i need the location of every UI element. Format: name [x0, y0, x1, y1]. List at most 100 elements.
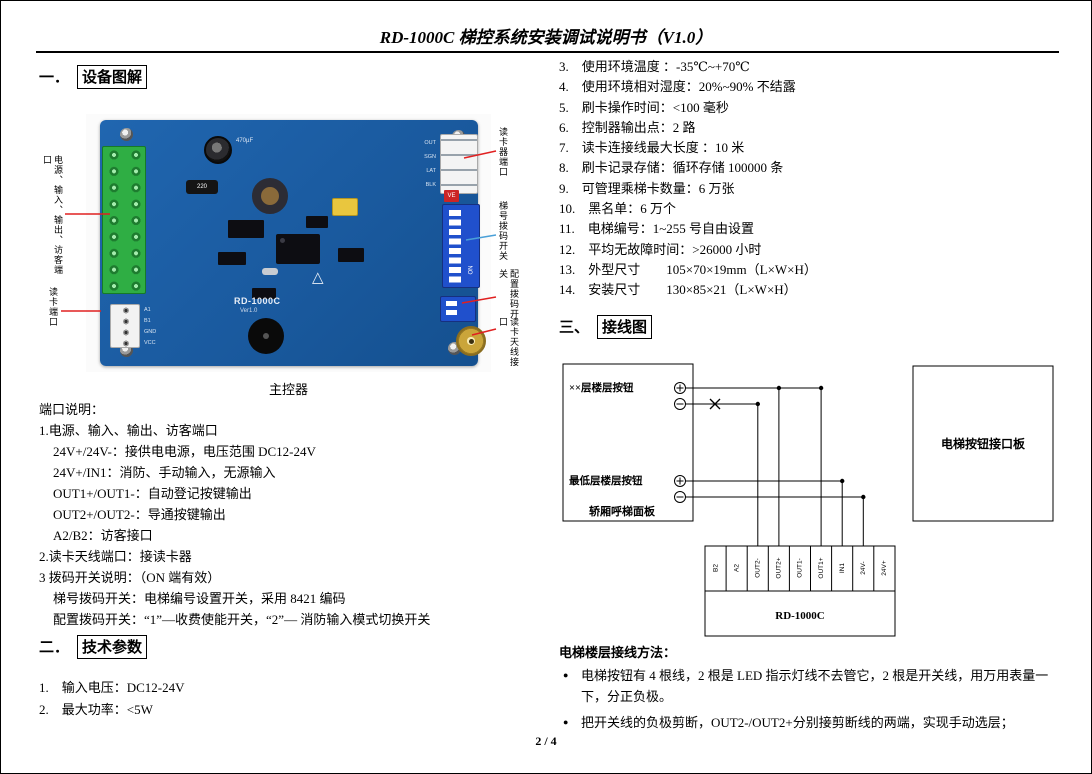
port-desc-heading: 端口说明： — [39, 402, 105, 417]
board-photo: A1 B1 GND VCC 470µF 220 RD-1000C Ver — [86, 114, 491, 372]
section2-title: 技术参数 — [77, 635, 148, 659]
board-version-silk: Ver1.0 — [240, 308, 258, 314]
terminal-label: OUT1+ — [818, 557, 825, 578]
wires — [686, 387, 864, 546]
callout-elevator-dip: 梯号拨码开关 — [498, 201, 508, 261]
wiring-method-heading: 电梯楼层接线方法： — [559, 645, 677, 660]
figure-caption: 主控器 — [268, 382, 308, 397]
spec-line: 11. 电梯编号：1~255 号自由设置 — [559, 221, 755, 237]
floor-button-label-bottom: 最低层楼层按钮 — [569, 474, 643, 487]
port-description: 端口说明： 1.电源、输入、输出、访客端口 24V+/24V-：接供电电源，电压… — [39, 399, 534, 630]
spec-line: 14. 安装尺寸 130×85×21（L×W×H） — [559, 282, 797, 298]
reader-port-connector — [110, 304, 140, 348]
wiring-method-list: 电梯按钮有 4 根线，2 根是 LED 指示灯线不去管它，2 根是开关线，用万用… — [561, 665, 1063, 738]
pin-label: VCC — [144, 340, 156, 346]
yellow-component — [332, 198, 358, 216]
elevator-number-dip-switch: ON — [442, 204, 480, 288]
power-io-terminal-block — [102, 146, 146, 294]
tech-line: 2. 最大功率：<5W — [39, 702, 153, 717]
pin-label: OUT — [424, 140, 436, 146]
output-port-pin-labels: OUT SGN LAT BLK — [410, 136, 436, 192]
ic-chip — [306, 216, 328, 228]
minus-terminal-icon — [674, 398, 686, 410]
title-rule — [36, 51, 1059, 53]
spec-list: 3. 使用环境温度 ：-35℃~+70℃ 4. 使用环境相对湿度：20%~90%… — [559, 57, 1064, 301]
section2-number: 二． — [39, 640, 70, 656]
spec-line: 10. 黑名单：6 万个 — [559, 201, 677, 217]
electrolytic-capacitor — [204, 136, 232, 164]
floor-button-label-top: ××层楼层按钮 — [569, 381, 634, 394]
terminal-separators — [725, 546, 875, 591]
capacitor-220: 220 — [186, 180, 218, 194]
wiring-bullet: 电梯按钮有 4 根线，2 根是 LED 指示灯线不去管它，2 根是开关线，用万用… — [561, 665, 1063, 707]
spec-line: 12. 平均无故障时间：>26000 小时 — [559, 241, 762, 257]
minus-terminal-icon — [674, 491, 686, 503]
section3-title: 接线图 — [597, 315, 653, 339]
spec-line: 4. 使用环境相对湿度：20%~90% 不结露 — [559, 79, 796, 95]
crystal-oscillator — [262, 268, 278, 275]
plus-terminal-icon — [674, 382, 686, 394]
port-line: OUT2+/OUT2-：导通按键输出 — [53, 507, 226, 522]
terminal-label: A2 — [733, 564, 740, 572]
dip-on-label: ON — [468, 265, 475, 275]
terminal-label: IN1 — [839, 563, 846, 574]
pin-label: A1 — [144, 307, 151, 313]
pin-label: B1 — [144, 318, 151, 324]
ve-silk-tag: VE — [444, 190, 459, 202]
page-title: RD-1000C 梯控系统安装调试说明书（V1.0） — [379, 28, 713, 47]
capacitor-silk-label: 470µF — [236, 138, 254, 144]
port-line: 24V+/24V-：接供电电源，电压范围 DC12-24V — [53, 444, 316, 459]
terminal-label: B2 — [712, 564, 719, 572]
port-line: 配置拨码开关：“1”—收费使能开关，“2”— 消防输入模式切换开关 — [53, 612, 431, 627]
ic-chip — [218, 252, 246, 265]
pcb-board: A1 B1 GND VCC 470µF 220 RD-1000C Ver — [100, 120, 486, 366]
board-figure: A1 B1 GND VCC 470µF 220 RD-1000C Ver — [39, 111, 531, 379]
terminal-labels: B2 A2 OUT2- OUT2+ OUT1- OUT1+ IN1 24V- 2… — [712, 557, 888, 578]
toroid-inductor — [252, 178, 288, 214]
plus-terminal-icon — [674, 475, 686, 487]
section3-heading: 三、接线图 — [559, 315, 653, 339]
callout-power-io-ports: 电源、输入、输出、访客端口 — [42, 155, 63, 275]
ic-chip — [338, 248, 364, 262]
cut-mark-icon — [709, 398, 721, 410]
pin-label: SGN — [424, 154, 436, 160]
ic-chip — [252, 288, 276, 299]
call-panel-label: 轿厢呼梯面板 — [589, 504, 656, 518]
terminal-label: 24V+ — [881, 560, 888, 576]
section3-number: 三、 — [559, 320, 590, 336]
call-panel-box — [562, 363, 694, 522]
config-dip-switch — [440, 296, 476, 322]
callout-reader-port: 读卡端口 — [48, 287, 58, 327]
interface-board-label: 电梯按钮接口板 — [941, 436, 1026, 451]
junction-dots — [755, 385, 866, 500]
terminal-label: OUT1- — [797, 558, 804, 578]
antenna-sma-connector — [456, 326, 486, 356]
pin-label: BLK — [425, 182, 436, 188]
port-line: 梯号拨码开关：电梯编号设置开关，采用 8421 编码 — [53, 591, 346, 606]
spec-line: 5. 刷卡操作时间：<100 毫秒 — [559, 99, 729, 115]
dip-sliders — [446, 301, 457, 319]
wiring-diagram: ××层楼层按钮 最低层楼层按钮 轿厢呼梯面板 — [562, 363, 1054, 637]
terminal-label: 24V- — [860, 561, 867, 574]
section2-heading: 二． 技术参数 — [39, 635, 148, 659]
spec-line: 6. 控制器输出点：2 路 — [559, 119, 696, 135]
callout-antenna-port: 读卡天线接口 — [498, 317, 519, 367]
pin-label: GND — [144, 329, 157, 335]
section1-title: 设备图解 — [77, 65, 148, 89]
tech-line: 1. 输入电压：DC12-24V — [39, 680, 185, 695]
terminal-label: OUT2+ — [776, 557, 783, 578]
dip-sliders — [449, 210, 461, 284]
wiring-bullet: 把开关线的负极剪断，OUT2-/OUT2+分别接剪断线的两端，实现手动选层； — [561, 712, 1063, 733]
section1-number: 一． — [39, 70, 70, 86]
triangle-logo-icon — [312, 268, 324, 287]
controller-label: RD-1000C — [775, 610, 825, 622]
tech-params: 1. 输入电压：DC12-24V 2. 最大功率：<5W — [39, 677, 519, 721]
spec-line: 3. 使用环境温度 ：-35℃~+70℃ — [559, 59, 750, 74]
mcu-chip — [276, 234, 320, 264]
port-line: 24V+/IN1：消防、手动输入，无源输入 — [53, 465, 276, 480]
port-line: 1.电源、输入、输出、访客端口 — [39, 423, 218, 438]
spec-line: 7. 读卡连接线最大长度 ：10 米 — [559, 140, 745, 156]
section1-heading: 一． 设备图解 — [39, 65, 148, 89]
output-port-connector — [440, 134, 478, 194]
